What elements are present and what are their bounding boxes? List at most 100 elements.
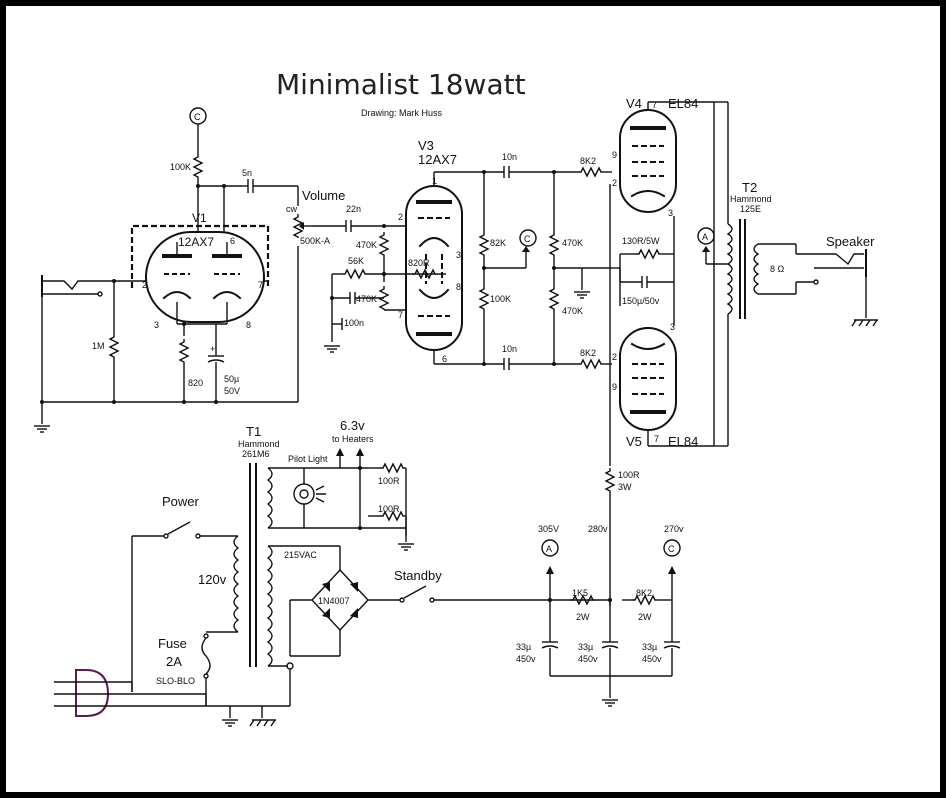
diagram-credit: Drawing: Mark Huss — [361, 108, 443, 118]
volume-label: Volume — [302, 188, 345, 203]
v3-pin7: 7 — [398, 310, 403, 320]
v3-name: V3 — [418, 138, 434, 153]
rectifier-label: 1N4007 — [318, 596, 350, 606]
c-node-label: C — [194, 112, 201, 122]
v1-name: V1 — [192, 211, 207, 225]
v4-pin7: 7 — [652, 100, 657, 110]
t1-model: 261M6 — [242, 449, 270, 459]
r100k-b-label: 100K — [490, 294, 511, 304]
a-node-symbol — [541, 539, 559, 557]
c-node-label: C — [668, 544, 675, 554]
r100r-a-label: 100R — [378, 476, 400, 486]
diagram-title: Minimalist 18watt — [276, 68, 526, 101]
primary-label: 120v — [198, 572, 227, 587]
power-label: Power — [162, 494, 200, 509]
cap33-b2-label: 450v — [578, 654, 598, 664]
t2-model: 125E — [740, 204, 761, 214]
pilot-light-bulb — [293, 483, 315, 505]
v1-pin6: 6 — [230, 236, 235, 246]
v3-pin6: 6 — [442, 354, 447, 364]
a-node-label: A — [702, 232, 708, 242]
a-node-label: A — [546, 544, 552, 554]
amplifier-schematic: Minimalist 18watt Drawing: Mark Huss C 1… — [33, 68, 879, 727]
v4-envelope — [619, 109, 677, 213]
cap33-a2-label: 450v — [516, 654, 536, 664]
hv-ac-label: 215VAC — [284, 550, 317, 560]
t2-maker: Hammond — [730, 194, 772, 204]
cap33-b1-label: 33µ — [578, 642, 593, 652]
r820-label: 820 — [188, 378, 203, 388]
power-stage: V4 EL84 7 9 2 3 V5 EL84 7 9 2 3 — [605, 96, 879, 606]
mains-plug — [54, 669, 230, 717]
t1-heater-coil — [266, 467, 273, 529]
pot-cw-label: cw — [286, 204, 298, 214]
v3-pin2: 2 — [398, 212, 403, 222]
r470k-a-label: 470K — [356, 240, 377, 250]
c-node-label: C — [524, 234, 531, 244]
v1-pin3: 3 — [154, 320, 159, 330]
standby-switch[interactable] — [399, 597, 405, 603]
pot-value-label: 500K-A — [300, 236, 330, 246]
power-switch[interactable] — [163, 533, 169, 539]
v5-pin7: 7 — [654, 434, 659, 444]
resistor-100k-plate — [193, 153, 203, 179]
r100r-3w-a-label: 100R — [618, 470, 640, 480]
v4-type: EL84 — [668, 96, 698, 111]
c-node-symbol — [663, 539, 681, 557]
schematic-frame: Minimalist 18watt Drawing: Mark Huss C 1… — [6, 6, 940, 792]
r56k-label: 56K — [348, 256, 364, 266]
fuse-label: Fuse — [158, 636, 187, 651]
v5-pin2: 2 — [612, 352, 617, 362]
c50v-label: 50V — [224, 386, 240, 396]
t2-primary-coil — [726, 223, 733, 315]
c10n-top-label: 10n — [502, 152, 517, 162]
v270-label: 270v — [664, 524, 684, 534]
v3-type: 12AX7 — [418, 152, 457, 167]
v5-type: EL84 — [668, 434, 698, 449]
v280-label: 280v — [588, 524, 608, 534]
speaker-label: Speaker — [826, 234, 875, 249]
v4-pin9: 9 — [612, 150, 617, 160]
v1-pin7: 7 — [258, 280, 263, 290]
r130r-label: 130R/5W — [622, 236, 660, 246]
fuse — [201, 637, 211, 675]
v3-envelope — [405, 185, 463, 351]
r100r-3w-b-label: 3W — [618, 482, 632, 492]
standby-label: Standby — [394, 568, 442, 583]
r820r-label: 820R — [408, 258, 430, 268]
r100k-top-label: 100K — [170, 162, 191, 172]
t2-name: T2 — [742, 180, 757, 195]
r100r-b-label: 100R — [378, 504, 400, 514]
v4-pin2: 2 — [612, 178, 617, 188]
t1-hv-coil — [266, 545, 273, 667]
r470k-b-label: 470K — [356, 294, 377, 304]
t1-maker: Hammond — [238, 439, 280, 449]
a-node-symbol — [697, 227, 715, 245]
r8k2-top-label: 8K2 — [580, 156, 596, 166]
r8k2-2w-a-label: 8K2 — [636, 588, 652, 598]
cap33-c1-label: 33µ — [642, 642, 657, 652]
v3-stage: 22n 470K 470K 56K 820R 100n V3 12AX7 — [323, 138, 612, 370]
v1-stage: C 100K 5n V1 12AX7 2 — [33, 107, 346, 433]
v4-pin3: 3 — [668, 208, 673, 218]
v3-pin3: 3 — [456, 250, 461, 260]
v305-label: 305V — [538, 524, 559, 534]
power-supply: T1 Hammond 261M6 6.3v to Heaters Pilot L… — [54, 418, 684, 727]
cap33-a1-label: 33µ — [516, 642, 531, 652]
fuse-rating: 2A — [166, 654, 182, 669]
v5-name: V5 — [626, 434, 642, 449]
t2-secondary-coil — [753, 243, 760, 295]
heater-label: to Heaters — [332, 434, 374, 444]
v5-pin9: 9 — [612, 382, 617, 392]
heater-voltage: 6.3v — [340, 418, 365, 433]
v1-pin8: 8 — [246, 320, 251, 330]
c100n-label: 100n — [344, 318, 364, 328]
r82k-label: 82K — [490, 238, 506, 248]
v1-envelope — [145, 231, 265, 323]
c-node-symbol — [519, 229, 537, 247]
cap33-c2-label: 450v — [642, 654, 662, 664]
c10n-bot-label: 10n — [502, 344, 517, 354]
r470k-d-label: 470K — [562, 306, 583, 316]
v4-name: V4 — [626, 96, 642, 111]
r1m-label: 1M — [92, 341, 105, 351]
